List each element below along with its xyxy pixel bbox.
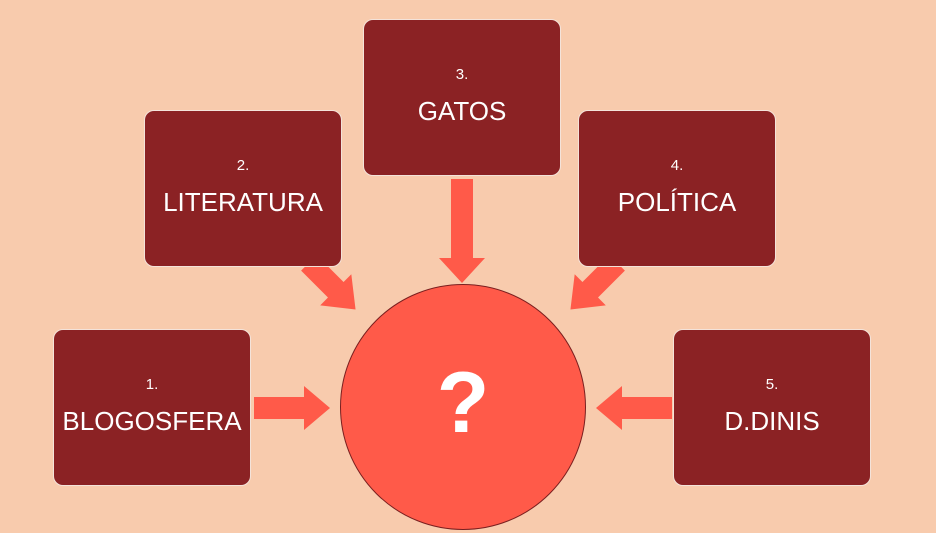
node-number: 1.: [145, 376, 159, 393]
node-label: BLOGOSFERA: [62, 406, 242, 436]
node-politica: 4. POLÍTICA: [578, 110, 776, 267]
node-number: 5.: [765, 376, 779, 393]
node-label: POLÍTICA: [617, 187, 737, 217]
arrow-4-to-center: [570, 255, 625, 310]
node-d-dinis: 5. D.DINIS: [673, 329, 871, 486]
center-node: ?: [340, 284, 586, 530]
node-label: D.DINIS: [724, 406, 820, 436]
node-number: 4.: [670, 157, 684, 174]
node-number: 3.: [455, 66, 469, 83]
node-literatura: 2. LITERATURA: [144, 110, 342, 267]
node-number: 2.: [236, 157, 250, 174]
node-label: LITERATURA: [163, 187, 323, 217]
arrow-5-to-center: [596, 386, 672, 430]
arrow-1-to-center: [254, 386, 330, 430]
arrow-3-to-center: [439, 179, 485, 283]
node-gatos: 3. GATOS: [363, 19, 561, 176]
question-mark: ?: [436, 355, 490, 451]
node-label: GATOS: [417, 96, 507, 126]
arrow-2-to-center: [301, 255, 356, 310]
node-blogosfera: 1. BLOGOSFERA: [53, 329, 251, 486]
